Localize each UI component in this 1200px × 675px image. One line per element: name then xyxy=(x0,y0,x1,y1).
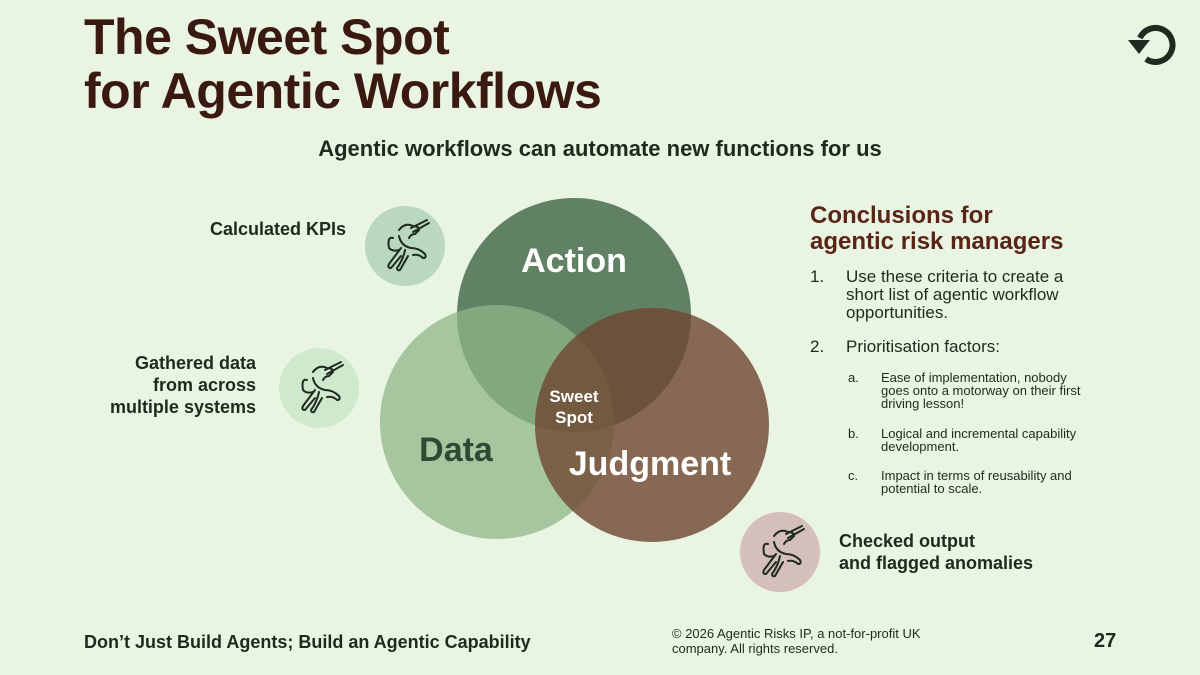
callout-checked-output: Checked output and flagged anomalies xyxy=(839,530,1033,574)
callout-line: Gathered data xyxy=(134,353,256,373)
item-line: short list of agentic workflow xyxy=(846,285,1059,304)
slide-subtitle: Agentic workflows can automate new funct… xyxy=(0,136,1200,162)
venn-circle-judgment xyxy=(535,308,769,542)
sub-item-text: Impact in terms of reusability and poten… xyxy=(881,469,1121,495)
footer-tagline: Don’t Just Build Agents; Build an Agenti… xyxy=(84,632,531,652)
item-line: Prioritisation factors: xyxy=(846,337,1000,356)
callout-line: Checked output xyxy=(839,531,976,551)
sub-item-line: Impact in terms of reusability and xyxy=(881,468,1072,483)
copyright-line: © 2026 Agentic Risks IP, a not-for-profi… xyxy=(672,626,921,641)
refresh-icon[interactable] xyxy=(1126,16,1182,72)
item-line: Use these criteria to create a xyxy=(846,267,1064,286)
item-number: 2. xyxy=(810,337,825,356)
title-line-2: for Agentic Workflows xyxy=(84,63,602,119)
dog-fetching-icon xyxy=(762,525,805,578)
footer-copyright: © 2026 Agentic Risks IP, a not-for-profi… xyxy=(672,626,972,656)
sub-item-text: Ease of implementation, nobody goes onto… xyxy=(881,371,1121,410)
venn-label-judgment: Judgment xyxy=(569,445,731,483)
callout-line: multiple systems xyxy=(109,397,256,417)
subtitle-text: Agentic workflows can automate new funct… xyxy=(318,136,882,161)
item-number: 1. xyxy=(810,267,825,286)
sub-item-letter: c. xyxy=(848,468,859,483)
venn-label-action: Action xyxy=(521,242,627,280)
venn-center-line-1: Sweet xyxy=(549,387,598,406)
sub-item-line: development. xyxy=(881,439,960,454)
dog-fetching-icon xyxy=(387,219,430,272)
dog-fetching-icon xyxy=(301,361,344,414)
title-line-1: The Sweet Spot xyxy=(84,9,450,65)
item-text: Prioritisation factors: xyxy=(846,338,1126,356)
conclusions-title-line: Conclusions for xyxy=(810,202,993,229)
callout-icon-circle xyxy=(279,348,359,428)
conclusions-title: Conclusions for agentic risk managers xyxy=(810,203,1063,255)
sub-item-line: driving lesson! xyxy=(881,396,965,411)
sub-item-letter: a. xyxy=(848,370,859,385)
callout-calculated-kpis: Calculated KPIs xyxy=(210,218,346,240)
sub-item-line: Ease of implementation, nobody xyxy=(881,370,1067,385)
slide-title: The Sweet Spot for Agentic Workflows xyxy=(84,9,602,119)
sub-item-letter: b. xyxy=(848,426,859,441)
page-number: 27 xyxy=(1094,630,1117,652)
sub-item-line: goes onto a motorway on their first xyxy=(881,383,1081,398)
copyright-line: company. All rights reserved. xyxy=(672,641,838,656)
callout-line: from across xyxy=(152,375,256,395)
item-text: Use these criteria to create a short lis… xyxy=(846,268,1126,322)
venn-label-data: Data xyxy=(419,431,494,469)
callout-gathered-data: Gathered data from across multiple syste… xyxy=(96,352,256,418)
sub-item-line: Logical and incremental capability xyxy=(881,426,1077,441)
sub-item-line: potential to scale. xyxy=(881,481,983,496)
sub-item-text: Logical and incremental capability devel… xyxy=(881,427,1121,453)
venn-center-line-2: Spot xyxy=(555,408,593,427)
callout-line: and flagged anomalies xyxy=(839,553,1034,573)
item-line: opportunities. xyxy=(846,303,949,322)
callout-icon-circle xyxy=(740,512,820,592)
callout-line: Calculated KPIs xyxy=(210,219,347,239)
callout-icon-circle xyxy=(365,206,445,286)
conclusions-title-line: agentic risk managers xyxy=(810,228,1064,255)
